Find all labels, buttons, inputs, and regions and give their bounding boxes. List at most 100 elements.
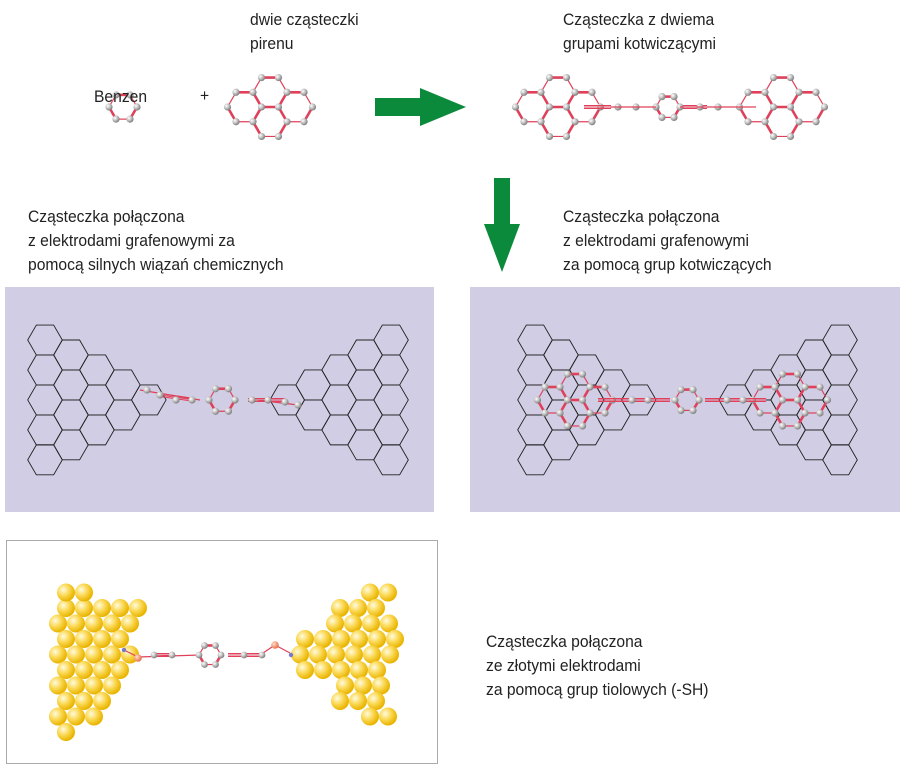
graphene-hexagon	[373, 444, 409, 476]
product-label-line: Cząsteczka z dwiema	[563, 10, 715, 29]
carbon-atom	[205, 396, 213, 404]
carbon-atom	[563, 396, 572, 404]
carbon-atom	[820, 103, 829, 111]
carbon-atom	[556, 409, 564, 417]
carbon-atom	[801, 383, 809, 391]
graphene-hexagon	[822, 354, 858, 386]
gold-atom	[57, 630, 75, 648]
graphene-hexagon	[517, 354, 553, 386]
right-graphene-electrode-anchor	[718, 324, 858, 476]
carbon-atom	[211, 385, 220, 393]
carbon-atom	[541, 383, 549, 391]
gold-atom	[379, 707, 397, 726]
gold-atom	[103, 614, 121, 633]
graphene-hexagon	[27, 324, 63, 356]
gold-atom	[361, 707, 379, 726]
gold-atom	[75, 599, 93, 617]
graphene-hexagon	[770, 354, 806, 386]
carbon-atom	[281, 398, 289, 406]
graphene-hexagon	[321, 414, 357, 446]
carbon-atom	[556, 383, 564, 391]
gold-atom	[67, 676, 85, 695]
label-line: Cząsteczka połączona	[28, 207, 185, 226]
carbon-atom	[150, 651, 158, 659]
gold-atom	[314, 630, 332, 648]
carbon-atom	[533, 396, 542, 404]
carbon-atom	[308, 103, 317, 111]
carbon-atom	[257, 73, 266, 82]
carbon-atom	[778, 422, 787, 430]
product-label-line: grupami kotwiczącymi	[563, 34, 716, 53]
carbon-atom	[761, 118, 769, 126]
graphene-hexagon	[517, 414, 553, 446]
graphene-hexagon	[79, 384, 115, 416]
graphene-hexagon	[321, 354, 357, 386]
carbon-atom	[769, 132, 778, 141]
hydrogen-atom	[121, 647, 127, 653]
gold-atom	[93, 661, 111, 679]
carbon-atom	[801, 409, 809, 417]
carbon-atom	[786, 103, 795, 111]
label-line: za pomocą grup kotwiczących	[563, 255, 772, 274]
carbon-atom	[769, 73, 778, 82]
graphene-hexagon	[27, 414, 63, 446]
graphene-hexagon	[295, 369, 331, 401]
carbon-atom	[537, 88, 545, 96]
gold-atom	[362, 614, 380, 633]
gold-atom	[381, 645, 399, 664]
carbon-atom	[201, 642, 208, 649]
carbon-atom	[812, 88, 820, 96]
carbon-atom	[644, 396, 652, 404]
graphene-hexagon	[27, 384, 63, 416]
carbon-atom	[248, 396, 256, 404]
carbon-atom	[562, 132, 571, 141]
carbon-atom	[545, 73, 554, 82]
gold-atom	[67, 645, 85, 664]
gold-atom	[75, 692, 93, 710]
carbon-atom	[586, 409, 594, 417]
gold-atom	[75, 583, 93, 602]
label-line: za pomocą grup tiolowych (-SH)	[486, 680, 709, 699]
gold-atom	[363, 645, 381, 664]
graphene-hexagon	[373, 384, 409, 416]
carbon-atom	[126, 115, 134, 123]
graphene-hexagon	[105, 399, 141, 431]
label-line: pomocą silnych wiązań chemicznych	[28, 255, 284, 274]
gold-atom	[67, 707, 85, 726]
gold-atom	[57, 583, 75, 602]
gold-atom	[332, 661, 350, 679]
carbon-atom	[217, 651, 225, 659]
graphene-hexagon	[347, 369, 383, 401]
carbon-atom	[112, 91, 120, 99]
carbon-atom	[793, 422, 802, 430]
label-line: z elektrodami grafenowymi za	[28, 231, 235, 250]
graphene-hexagon	[373, 324, 409, 356]
carbon-atom	[300, 118, 308, 126]
carbon-atom	[771, 383, 779, 391]
carbon-atom	[793, 396, 802, 404]
carbon-atom	[201, 661, 208, 668]
gold-atom	[49, 707, 67, 726]
gold-atom	[296, 630, 314, 648]
gold-atom	[121, 614, 139, 633]
gold-atom	[372, 676, 390, 695]
sulfur-atom	[271, 641, 279, 649]
carbon-atom	[249, 88, 257, 96]
carbon-atom	[689, 386, 697, 394]
anchor-group-molecule	[533, 370, 832, 430]
gold-atom	[336, 676, 354, 695]
gold-atom	[368, 630, 386, 648]
carbon-atom	[562, 73, 571, 82]
gold-atom	[349, 599, 367, 617]
gold-atom	[85, 614, 103, 633]
label-line: ze złotymi elektrodami	[486, 656, 641, 675]
carbon-atom	[769, 103, 778, 111]
carbon-atom	[744, 88, 752, 96]
graphene-hexagon	[822, 324, 858, 356]
gold-atom	[379, 583, 397, 602]
gold-atom	[75, 630, 93, 648]
carbon-atom	[812, 118, 820, 126]
carbon-atom	[601, 409, 609, 417]
gold-atom	[326, 614, 344, 633]
benzene-label: Benzen	[94, 87, 148, 106]
